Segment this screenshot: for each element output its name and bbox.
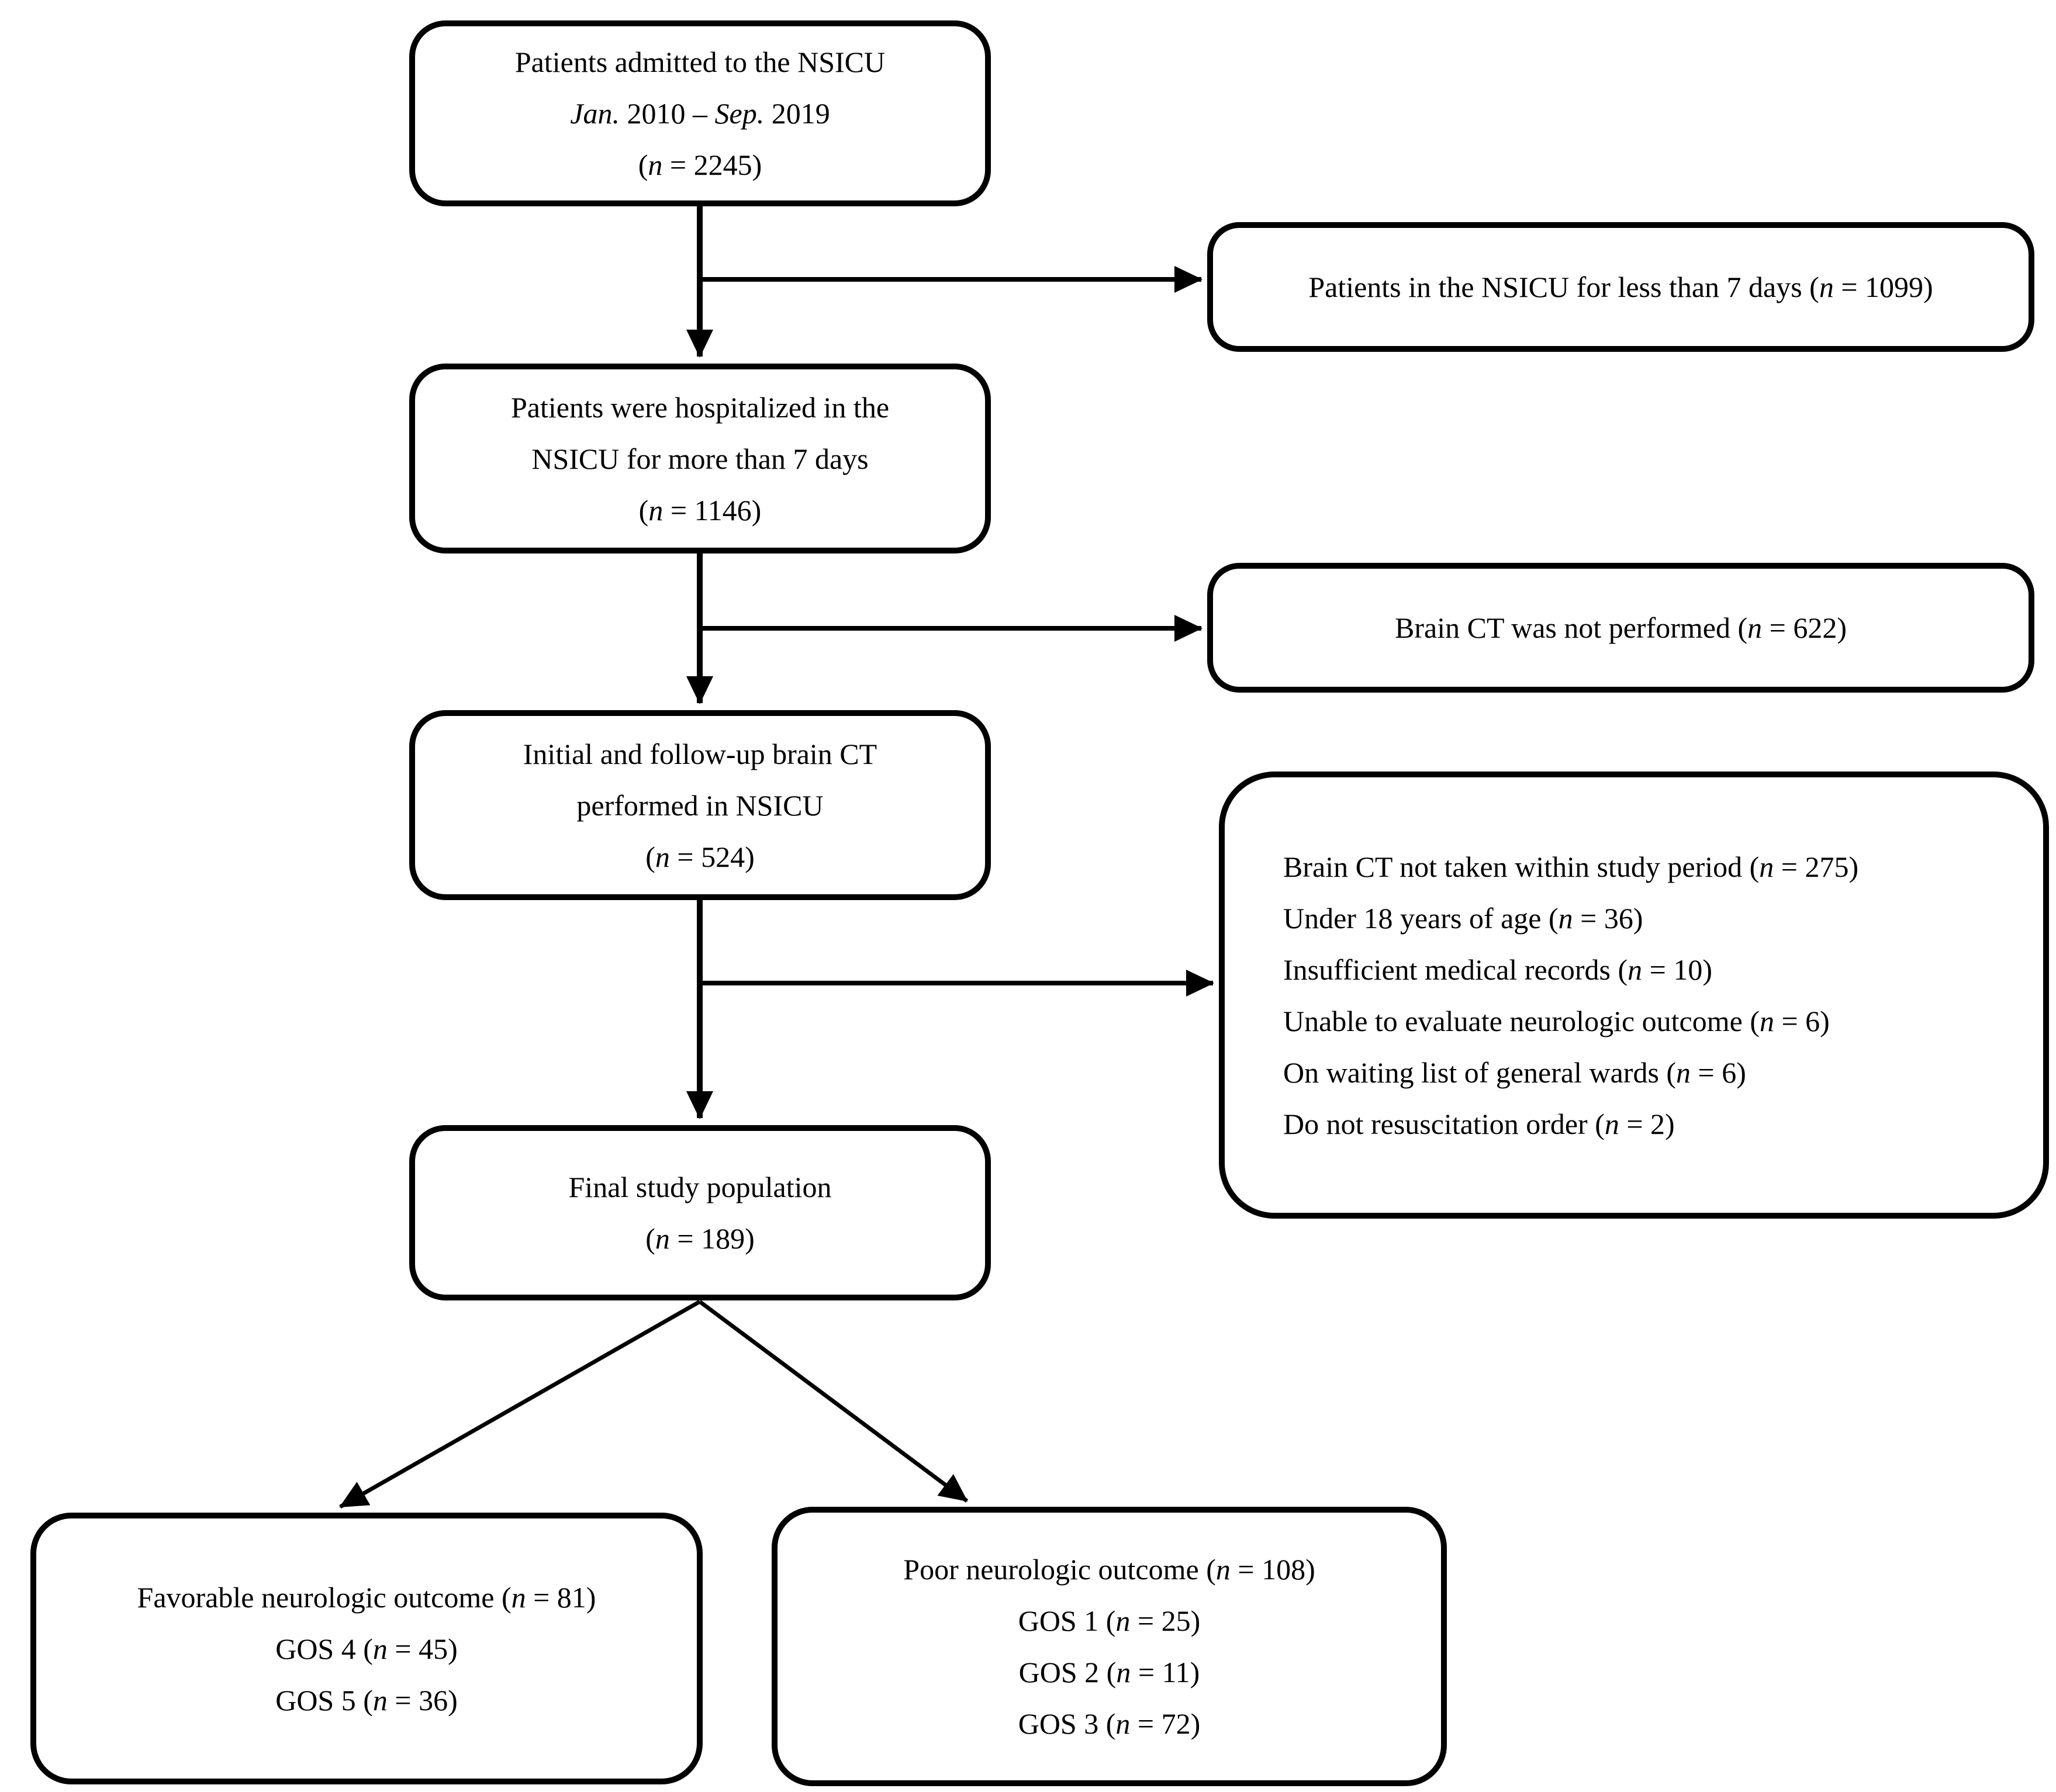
- text-line: Initial and follow-up brain CT: [523, 737, 877, 770]
- text-line: NSICU for more than 7 days: [531, 442, 869, 475]
- box-patients-admitted: Patients admitted to the NSICU Jan. 2010 …: [409, 20, 991, 206]
- box-brain-ct-performed: Initial and follow-up brain CT performed …: [409, 710, 991, 900]
- edge-final-to-poor-arrow: [698, 1300, 969, 1503]
- text-line: Patients admitted to the NSICU: [514, 46, 886, 78]
- text-line: performed in NSICU: [576, 788, 824, 822]
- text-line: Do not resuscitation order (n = 2): [1283, 1107, 1675, 1140]
- text-line: On waiting list of general wards (n = 6): [1283, 1056, 1746, 1089]
- text-line: Patients were hospitalized in the: [510, 390, 890, 424]
- text-line: Favorable neurologic outcome (n = 81): [137, 1580, 596, 1614]
- text-line: Unable to evaluate neurologic outcome (n…: [1283, 1004, 1830, 1037]
- text-line: Insufficient medical records (n = 10): [1283, 953, 1712, 986]
- box-poor-outcome: Poor neurologic outcome (n = 108) GOS 1 (…: [772, 1507, 1447, 1786]
- text-line: Patients in the NSICU for less than 7 da…: [1308, 271, 1933, 303]
- box-brain-ct-not-performed: Brain CT was not performed (n = 622): [1207, 563, 2034, 693]
- text-line: GOS 5 (n = 36): [275, 1683, 458, 1717]
- text-line: Jan. 2010 – Sep. 2019: [570, 97, 830, 130]
- edge-final-to-favorable-arrow: [339, 1299, 701, 1509]
- box-favorable-outcome: Favorable neurologic outcome (n = 81) GOS…: [30, 1513, 703, 1784]
- text-line: (n = 1146): [638, 493, 762, 527]
- text-line: (n = 2245): [638, 148, 762, 181]
- text-line: Brain CT not taken within study period (…: [1283, 850, 1859, 883]
- text-line: GOS 3 (n = 72): [1018, 1707, 1201, 1740]
- text-line: Under 18 years of age (n = 36): [1283, 901, 1643, 935]
- text-line: GOS 1 (n = 25): [1018, 1604, 1201, 1637]
- text-line: (n = 524): [645, 840, 755, 873]
- text-line: GOS 2 (n = 11): [1018, 1656, 1200, 1689]
- box-final-study-population: Final study population (n = 189): [409, 1125, 991, 1300]
- text-line: Brain CT was not performed (n = 622): [1395, 611, 1847, 644]
- text-line: Final study population: [568, 1171, 832, 1203]
- text-line: GOS 4 (n = 45): [275, 1632, 458, 1665]
- text-line: Poor neurologic outcome (n = 108): [903, 1553, 1315, 1586]
- text-line: (n = 189): [645, 1222, 755, 1255]
- box-exclusion-criteria: Brain CT not taken within study period (…: [1219, 772, 2049, 1219]
- box-less-than-7-days: Patients in the NSICU for less than 7 da…: [1207, 222, 2034, 352]
